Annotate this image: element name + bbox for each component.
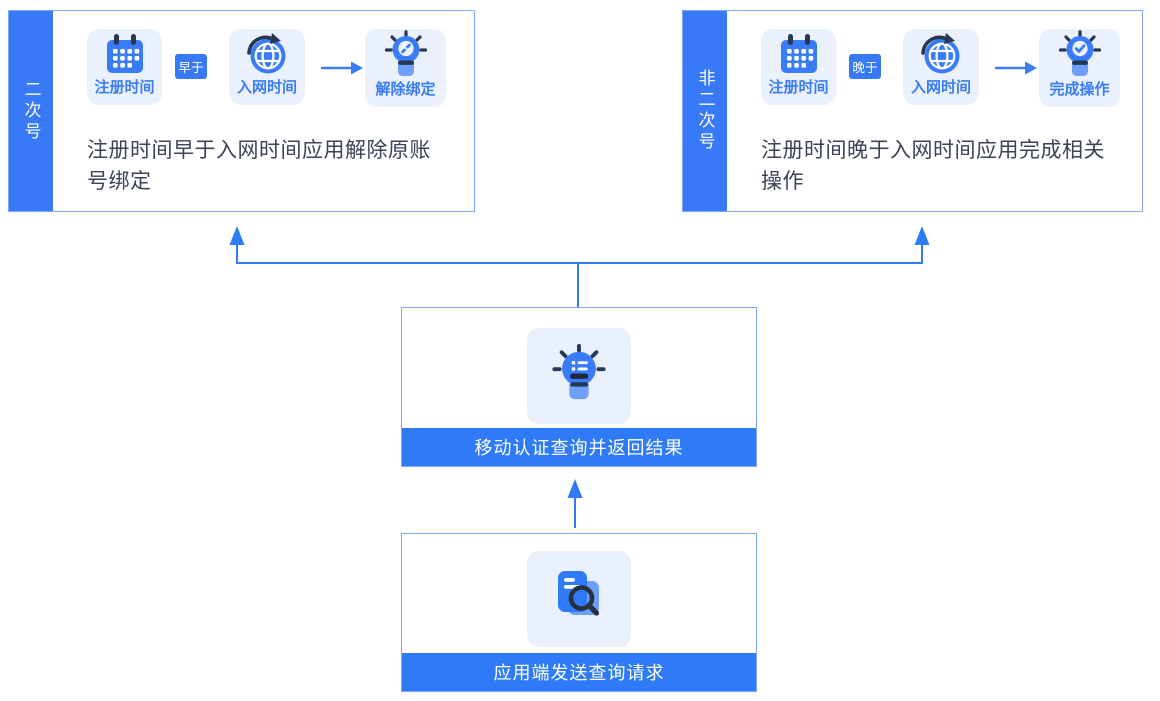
query-result-tile — [527, 328, 631, 424]
non-secondary-number-description: 注册时间晚于入网时间应用完成相关操作 — [761, 139, 1105, 193]
arrowhead-right-up — [914, 226, 930, 245]
non-secondary-number-rail-label: 非二次号 — [695, 69, 715, 153]
globe-arrow-icon — [918, 26, 964, 76]
bulb-list-icon — [550, 343, 608, 410]
bulb-check-icon — [1057, 24, 1103, 78]
unbind-label: 解除绑定 — [375, 81, 436, 98]
secondary-number-description: 注册时间早于入网时间应用解除原账号绑定 — [87, 139, 431, 193]
unbind-tile: 解除绑定 — [365, 29, 446, 107]
non-secondary-number-content: 注册时间 晚于 — [727, 11, 1142, 211]
registration-time-tile: 注册时间 — [87, 29, 162, 105]
network-entry-time-tile: 入网时间 — [229, 29, 305, 105]
non-secondary-number-panel: 非二次号 注册时间 — [682, 10, 1143, 212]
document-search-icon — [551, 568, 607, 631]
secondary-number-rail-label: 二次号 — [21, 79, 41, 143]
secondary-number-content: 注册时间 早于 — [53, 11, 474, 211]
bulb-unlink-icon — [383, 24, 429, 78]
complete-action-label: 完成操作 — [1049, 81, 1110, 98]
non-secondary-number-rail: 非二次号 — [683, 11, 727, 211]
network-entry-time-tile: 入网时间 — [903, 29, 979, 105]
secondary-number-rail: 二次号 — [9, 11, 53, 211]
query-result-node: 移动认证查询并返回结果 — [401, 307, 757, 467]
query-request-tile — [527, 551, 631, 647]
query-request-node: 应用端发送查询请求 — [401, 533, 757, 692]
query-result-banner: 移动认证查询并返回结果 — [402, 428, 756, 466]
globe-arrow-icon — [244, 26, 290, 76]
right-arrow-icon — [321, 61, 363, 75]
later-than-badge: 晚于 — [849, 54, 881, 79]
network-entry-time-label: 入网时间 — [910, 79, 971, 96]
complete-action-tile: 完成操作 — [1039, 29, 1120, 107]
secondary-number-panel: 二次号 注册时间 早 — [8, 10, 475, 212]
arrowhead-center-up — [567, 479, 583, 498]
query-request-banner: 应用端发送查询请求 — [402, 653, 756, 691]
registration-time-label: 注册时间 — [768, 79, 829, 96]
network-entry-time-label: 入网时间 — [236, 79, 297, 96]
registration-time-tile: 注册时间 — [761, 29, 836, 105]
calendar-icon — [105, 28, 145, 76]
registration-time-label: 注册时间 — [94, 79, 155, 96]
right-arrow-icon — [995, 61, 1037, 75]
calendar-icon — [779, 28, 819, 76]
earlier-than-badge: 早于 — [175, 54, 207, 79]
arrowhead-left-up — [229, 226, 245, 245]
